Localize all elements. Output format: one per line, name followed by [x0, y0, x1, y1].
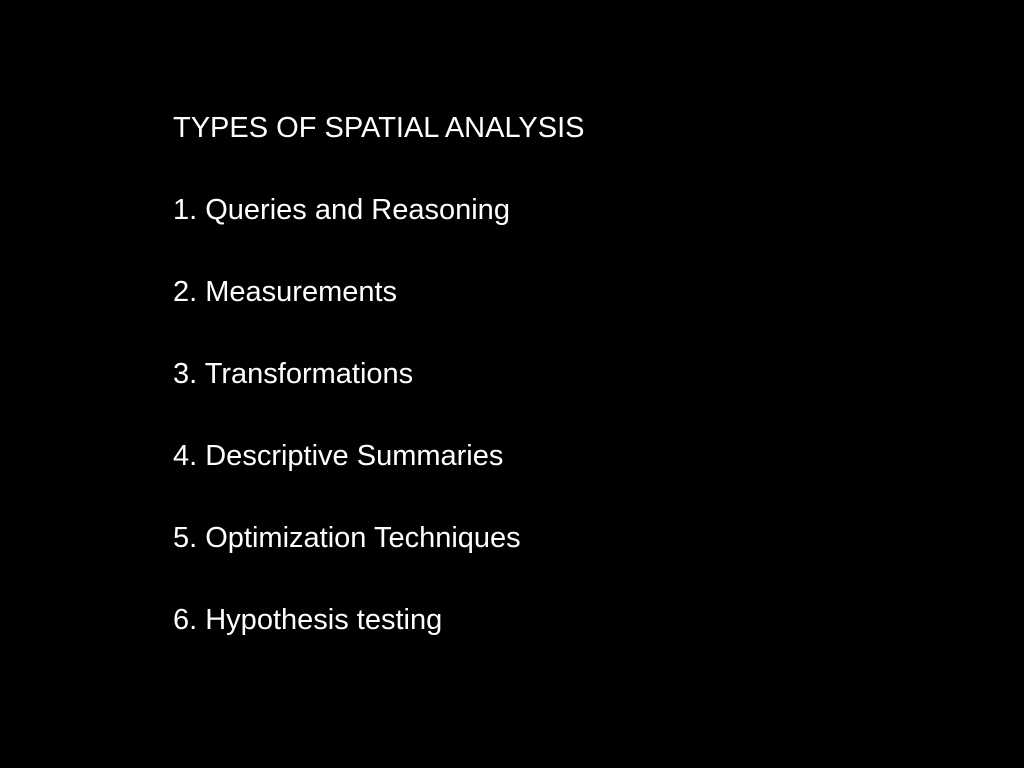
analysis-type-list: 1. Queries and Reasoning 2. Measurements… [173, 190, 585, 641]
list-item: 2. Measurements [173, 276, 398, 308]
list-item: 1. Queries and Reasoning [173, 194, 510, 226]
list-item: 4. Descriptive Summaries [173, 440, 504, 472]
slide-title: TYPES OF SPATIAL ANALYSIS [173, 112, 585, 144]
list-item: 6. Hypothesis testing [173, 604, 443, 636]
list-item: 5. Optimization Techniques [173, 522, 521, 554]
slide-content: TYPES OF SPATIAL ANALYSIS 1. Queries and… [173, 108, 585, 641]
list-item: 3. Transformations [173, 358, 414, 390]
